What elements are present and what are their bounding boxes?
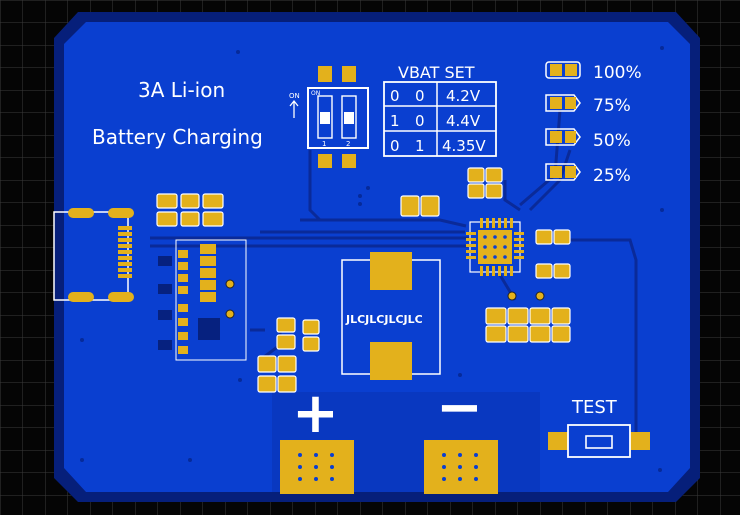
inductor-label: JLCJLCJLCJLC <box>345 313 423 326</box>
vbat-row2-b1: 1 <box>390 112 400 130</box>
via-1 <box>507 291 517 301</box>
led-75: 75% <box>545 94 631 116</box>
left-bottom-caps <box>257 317 320 393</box>
dip-on-label: ON <box>289 92 300 100</box>
mosfet-block <box>158 239 247 361</box>
vbat-row2-value: 4.4V <box>446 112 481 130</box>
test-label: TEST <box>571 397 618 418</box>
vbat-row1-b1: 0 <box>390 87 400 105</box>
vbat-row1-value: 4.2V <box>446 87 481 105</box>
via-2 <box>535 291 545 301</box>
vbat-set-table: VBAT SET 0 0 4.2V 1 0 4.4V 0 1 4.35V <box>383 63 497 157</box>
vbat-row3-value: 4.35V <box>442 137 486 155</box>
led-100: 100% <box>545 61 642 83</box>
inductor: JLCJLCJLCJLC <box>341 252 441 380</box>
led-50-label: 50% <box>593 131 631 151</box>
battery-positive-terminal <box>280 440 354 494</box>
output-capacitors <box>485 229 571 343</box>
vbat-row2-b2: 0 <box>415 112 425 130</box>
minus-symbol: − <box>436 375 483 440</box>
dip-pin2-label: 2 <box>346 140 350 148</box>
vbat-row3-b1: 0 <box>390 137 400 155</box>
ic-support-caps <box>400 167 503 217</box>
dip-pin1-label: 1 <box>322 140 326 148</box>
led-50: 50% <box>545 128 631 151</box>
test-button[interactable]: TEST <box>548 397 650 458</box>
vbat-row1-b2: 0 <box>415 87 425 105</box>
vbat-row3-b2: 1 <box>415 137 425 155</box>
plus-symbol: + <box>292 381 339 446</box>
dip-on-arrow <box>289 99 299 118</box>
charger-ic <box>466 218 524 276</box>
led-25: 25% <box>545 163 631 186</box>
led-25-label: 25% <box>593 166 631 186</box>
dip-on-label-inner: ON <box>311 90 320 97</box>
led-75-label: 75% <box>593 96 631 116</box>
led-100-label: 100% <box>593 63 642 83</box>
usb-c-connector <box>53 208 134 302</box>
board-title-line2: Battery Charging <box>92 125 263 149</box>
vbat-heading: VBAT SET <box>398 63 475 82</box>
input-capacitors <box>156 193 224 227</box>
led-indicators: 100% 75% 50% 25% <box>545 61 642 186</box>
dip-switch: ON ON 1 2 <box>289 66 369 168</box>
board-title-line1: 3A Li-ion <box>138 78 225 102</box>
battery-negative-terminal <box>424 440 498 494</box>
stitching-vias <box>80 46 664 472</box>
copper-traces <box>150 109 638 432</box>
